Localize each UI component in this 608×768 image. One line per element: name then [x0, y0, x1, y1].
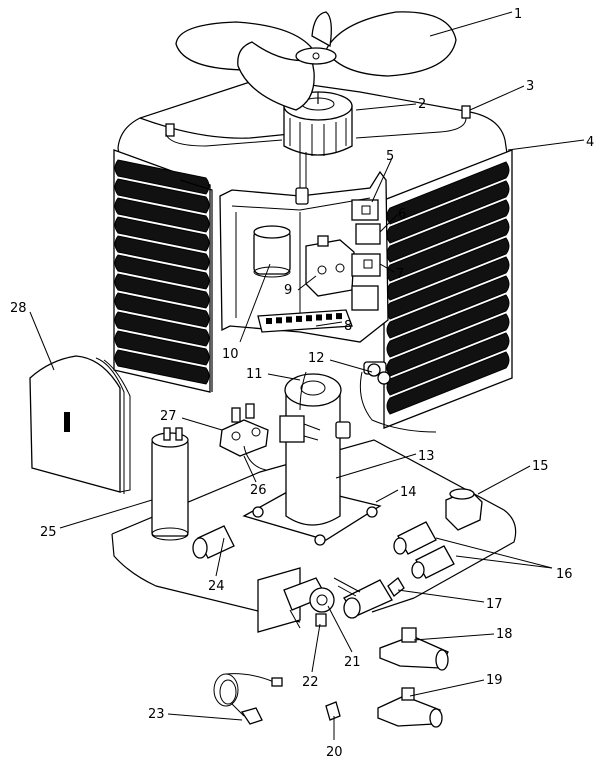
accumulator [151, 427, 189, 541]
callout-1: 1 [514, 7, 522, 22]
callout-13: 13 [418, 449, 435, 464]
terminal-screw [276, 317, 282, 324]
callout-5: 5 [386, 149, 394, 164]
expansion-valve [333, 577, 405, 619]
callout-15: 15 [532, 459, 549, 474]
reversing-valve [219, 403, 269, 471]
run-capacitor [253, 225, 291, 278]
control-relays [351, 199, 381, 311]
coil-fin-row [386, 161, 510, 225]
callout-4: 4 [586, 135, 594, 150]
callout-26: 26 [250, 483, 267, 498]
right-condenser-coil [383, 149, 513, 429]
callout-11: 11 [246, 367, 263, 382]
callout-8: 8 [344, 319, 352, 334]
callout-14: 14 [400, 485, 417, 500]
coil-fin-row [114, 159, 210, 195]
callout-9: 9 [284, 283, 292, 298]
callout-labels: 1 2 3 4 5 6 7 8 9 10 11 12 13 14 15 16 1… [10, 7, 594, 760]
callout-27: 27 [160, 409, 177, 424]
strainer [192, 525, 235, 559]
terminal-screw [336, 313, 342, 320]
coil-fin-row [386, 294, 510, 358]
filter-drier [445, 488, 483, 531]
callout-16: 16 [556, 567, 573, 582]
terminal-screw [266, 318, 272, 324]
terminal-screw [286, 316, 292, 323]
callout-3: 3 [526, 79, 534, 94]
coil-fin-row [114, 235, 210, 271]
callout-28: 28 [10, 301, 27, 316]
sensor-harness [213, 673, 283, 725]
coil-fin-row [386, 313, 510, 377]
leader-lines [29, 11, 585, 740]
coil-fin-row [386, 351, 510, 415]
left-condenser-coil [113, 149, 213, 393]
terminal-screw [316, 314, 322, 321]
base-pan [111, 439, 517, 633]
callout-19: 19 [486, 673, 503, 688]
callout-12: 12 [308, 351, 325, 366]
callout-6: 6 [398, 207, 406, 222]
service-valve-18 [379, 627, 449, 671]
callout-24: 24 [208, 579, 225, 594]
service-fitting-12 [367, 363, 391, 385]
fittings-16 [393, 521, 455, 579]
service-valve-19 [377, 687, 443, 728]
coil-fin-row [114, 216, 210, 252]
coil-fin-row [114, 254, 210, 290]
top-fasteners [165, 105, 471, 147]
callout-25: 25 [40, 525, 57, 540]
callout-17: 17 [486, 597, 503, 612]
callout-23: 23 [148, 707, 165, 722]
terminal-screw [306, 315, 312, 322]
compressor [242, 371, 382, 546]
fan-motor [283, 91, 353, 205]
control-box [219, 170, 389, 343]
coil-fin-row [114, 311, 210, 347]
coil-fin-row [114, 292, 210, 328]
callout-18: 18 [496, 627, 513, 642]
callout-10: 10 [222, 347, 239, 362]
terminal-screw [326, 313, 332, 320]
coil-fin-row [114, 178, 210, 214]
terminal-board [257, 309, 353, 333]
coil-fin-row [386, 275, 510, 339]
coil-fin-row [114, 349, 210, 385]
callout-20: 20 [326, 745, 343, 760]
check-valve-assembly [283, 577, 335, 629]
callout-21: 21 [344, 655, 361, 670]
callout-22: 22 [302, 675, 319, 690]
coil-fin-row [114, 197, 210, 233]
callout-2: 2 [418, 97, 426, 112]
valve-core [325, 701, 341, 721]
fan-blade [175, 11, 457, 111]
terminal-screw [296, 315, 302, 322]
contactor [305, 235, 355, 297]
coil-fin-row [114, 273, 210, 309]
coil-fin-row [386, 332, 510, 396]
access-panel [29, 355, 131, 494]
callout-7: 7 [396, 267, 404, 282]
coil-fin-row [114, 330, 210, 366]
